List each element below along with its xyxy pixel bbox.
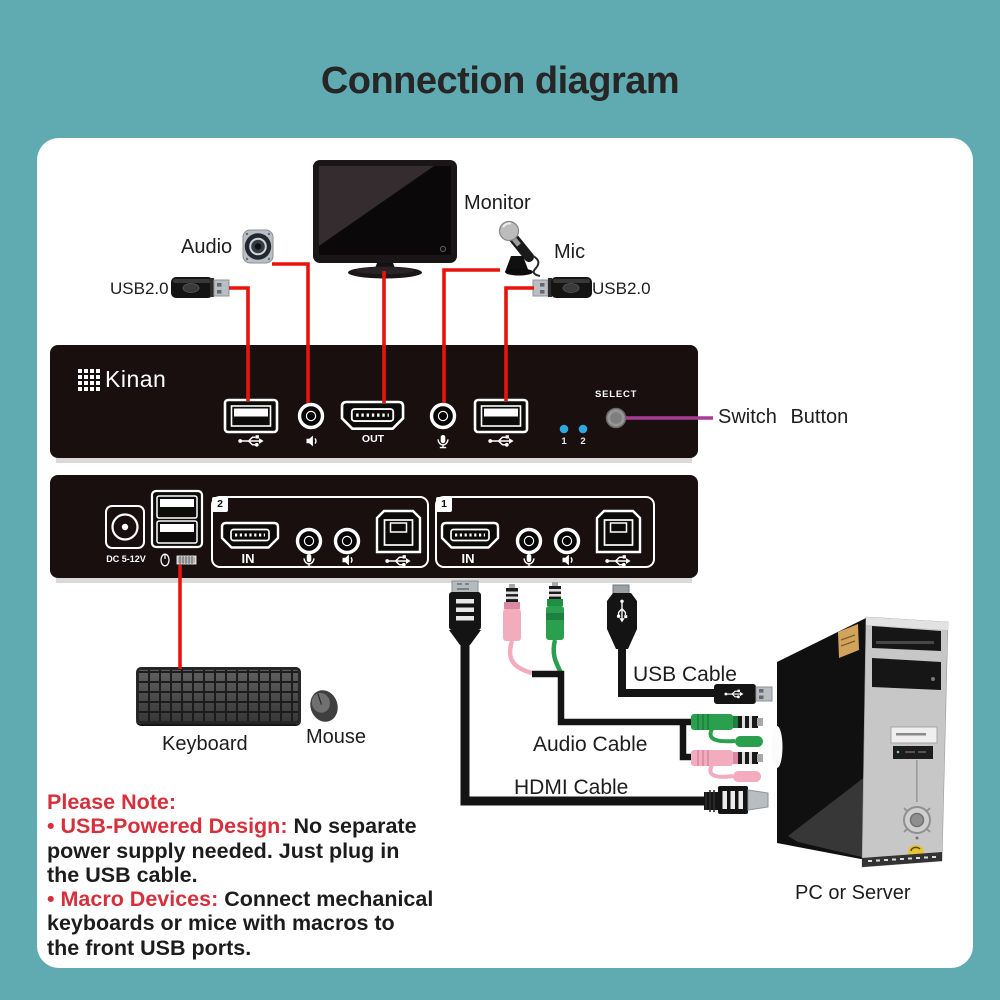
audio-cable-label: Audio Cable (533, 733, 648, 756)
note-line: the USB cable. (47, 862, 198, 887)
mouse-label: Mouse (306, 726, 367, 748)
note-line: the front USB ports. (47, 935, 252, 960)
brand-name: Kinan (105, 366, 167, 392)
usb2-right-label: USB2.0 (592, 279, 651, 298)
port1-badge: 1 (436, 497, 452, 512)
note-line: • USB-Powered Design: No separate (47, 814, 417, 839)
brand-grid-icon (78, 368, 100, 391)
led2-label: 2 (580, 436, 586, 447)
hdmi-cable-label: HDMI Cable (514, 776, 629, 799)
note-line: Please Note: (47, 790, 177, 814)
usb-cable-label: USB Cable (633, 663, 737, 686)
keyboard-label: Keyboard (162, 733, 248, 755)
port2-badge: 2 (212, 497, 228, 512)
select-label: SELECT (595, 389, 638, 400)
brand-logo: Kinan (78, 366, 166, 393)
note-line: power supply needed. Just plug in (47, 838, 400, 863)
note-line: • Macro Devices: Connect mechanical (47, 887, 434, 912)
switch-button-label: Switch Button (718, 406, 849, 428)
hdmi-in1-label: IN (461, 551, 475, 566)
note-block: Please Note: • USB-Powered Design: No se… (47, 790, 457, 960)
dc-label: DC 5-12V (106, 554, 146, 564)
page-title: Connection diagram (320, 60, 680, 102)
hdmi-out-label: OUT (361, 433, 385, 445)
pc-label: PC or Server (795, 882, 911, 904)
monitor-label: Monitor (464, 192, 531, 214)
usb2-left-label: USB2.0 (110, 279, 169, 298)
keyboard-icon (136, 667, 301, 724)
note-line: keyboards or mice with macros to (47, 911, 395, 936)
led1-label: 1 (561, 436, 567, 447)
audio-label: Audio (181, 236, 233, 258)
hdmi-in2-label: IN (241, 551, 255, 566)
mic-label: Mic (554, 241, 586, 263)
